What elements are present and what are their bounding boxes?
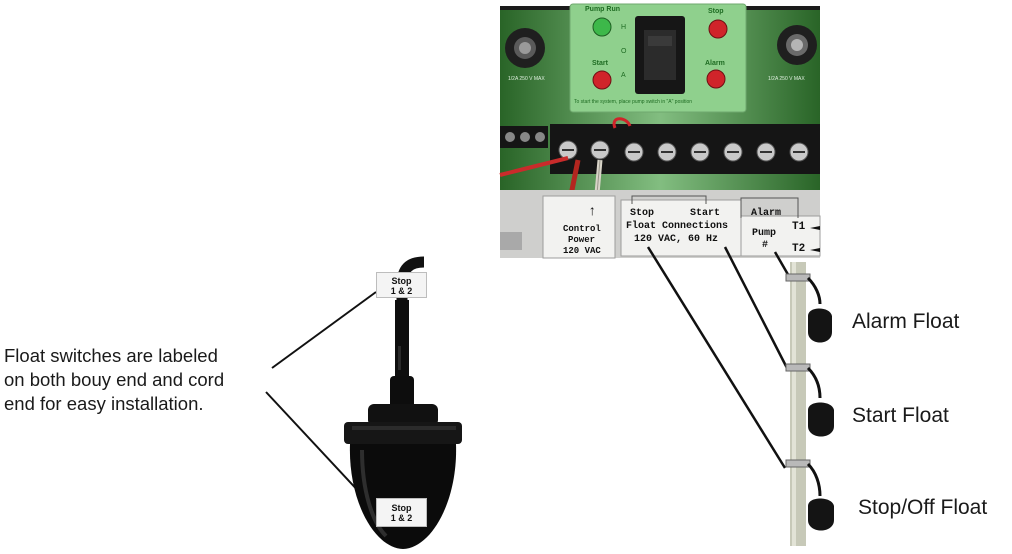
caption-line-1: Float switches are labeled [4,345,218,366]
caption-line-2: on both bouy end and cord [4,369,225,390]
control-power-plate [542,195,616,259]
start-led [592,70,612,90]
pump-label: Pump [752,228,777,239]
stop-float-bouy [806,462,834,531]
power-label: Power [568,235,596,245]
alarm-led-label: Alarm [705,60,725,67]
alarm-float-bouy [806,276,832,343]
bouy-end-tag: Stop 1 & 2 [376,498,427,527]
start-float-bouy [806,366,834,437]
leader-stop [646,246,787,469]
switch-a-label: A [621,72,626,79]
float-label-caption: Float switches are labeled on both bouy … [4,344,274,416]
float-connections-plate [620,199,742,257]
alarm-led [706,69,726,89]
float-pole [785,262,811,546]
pump-run-led [592,17,612,37]
bouy-tag-line-2: 1 & 2 [390,513,413,523]
switch-instruction-note: To start the system, place pump switch i… [574,99,693,105]
switch-h-label: H [621,24,627,31]
control-label: Control [563,224,601,234]
float-connections-label: Float Connections [626,221,729,232]
stop-led [708,19,728,39]
start-float-label: Start Float [852,404,949,427]
alarm-terminal-label: Alarm [751,208,782,219]
control-voltage-label: 120 VAC [563,246,601,256]
start-led-label: Start [592,60,608,67]
leader-start [723,246,790,371]
float-rating-label: 120 VAC, 60 Hz [634,234,719,245]
cord-tag-line-2: 1 & 2 [390,286,413,296]
stop-led-label: Stop [708,8,724,15]
bouy-tag-line-1: Stop [391,503,412,513]
fuse-left-rating: 1/2A 250 V MAX [508,76,545,82]
t2-label: T2 [792,243,806,255]
pump-run-label: Pump Run [585,6,620,13]
fuse-right-rating: 1/2A 250 V MAX [768,76,805,82]
pump-number-label: # [762,240,769,251]
start-terminal-label: Start [690,208,721,219]
stop-float-label: Stop/Off Float [858,496,988,519]
cord-tag-line-1: Stop [391,276,412,286]
t1-label: T1 [792,221,806,233]
control-panel [499,3,821,259]
terminal-block [550,124,820,174]
switch-o-label: O [621,48,627,55]
cord-end-tag: Stop 1 & 2 [376,272,427,298]
pump-plate [740,215,821,257]
float-bouy [344,376,462,549]
stop-terminal-label: Stop [630,208,655,219]
leader-line-cord [271,291,377,369]
caption-line-3: end for easy installation. [4,393,204,414]
power-arrow-icon: ↑ [588,204,597,220]
alarm-float-label: Alarm Float [852,310,960,333]
